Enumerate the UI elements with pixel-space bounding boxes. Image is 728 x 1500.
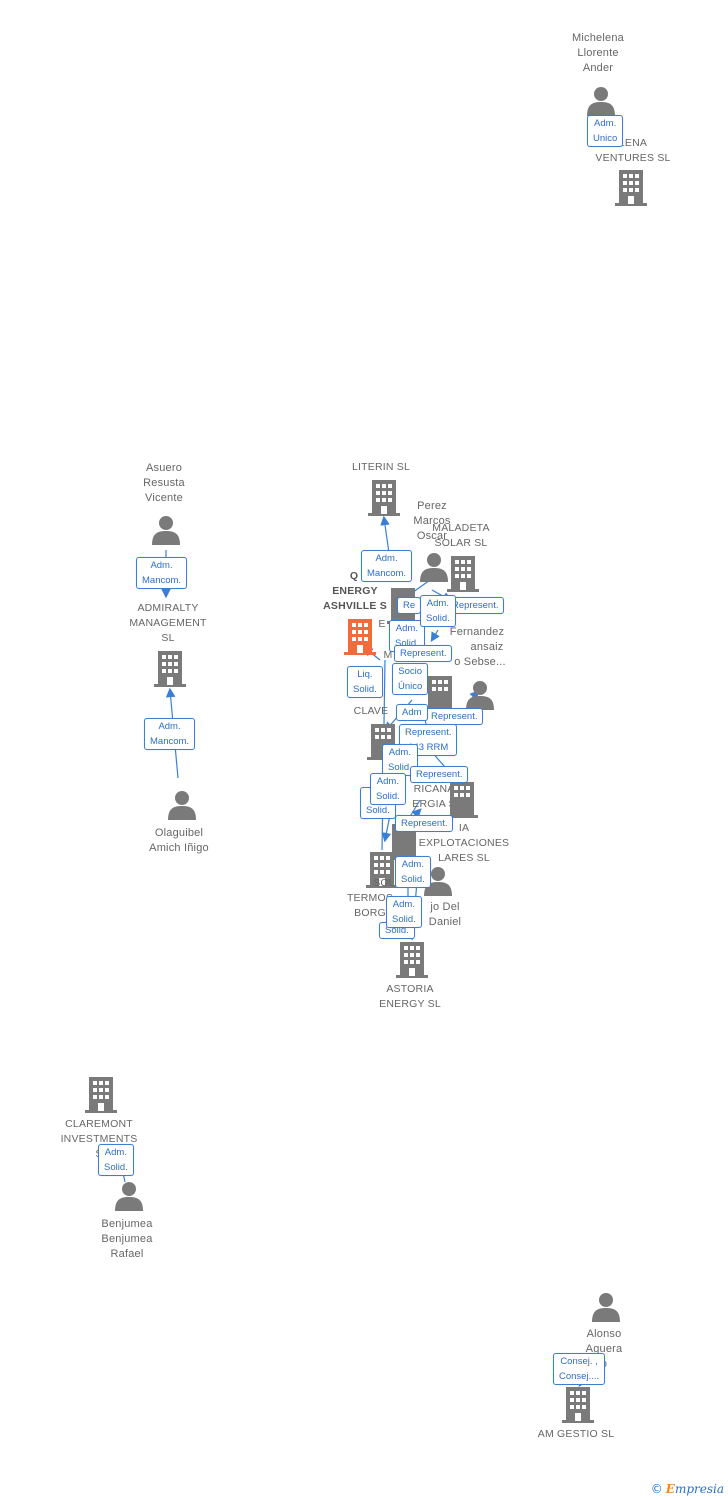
role-badge[interactable]: Adm. Mancom. <box>361 550 413 582</box>
person-icon <box>424 867 452 896</box>
building-icon <box>366 852 398 888</box>
role-badge[interactable]: Represent. <box>425 708 484 725</box>
person-name-line3: o Sebse... <box>454 656 506 668</box>
person-name: Perez Marcos Oscar <box>413 500 451 542</box>
person-name: Michelena Llorente Ander <box>572 32 624 74</box>
role-badge[interactable]: Consej. , Consej.... <box>553 1353 606 1385</box>
role-badge[interactable]: Re <box>397 597 422 614</box>
person-icon <box>592 1293 620 1322</box>
company-name: LITERIN SL <box>351 461 411 473</box>
building-icon <box>562 1387 594 1423</box>
person-icon <box>420 553 448 582</box>
role-badge[interactable]: Adm. Solid. <box>386 896 422 928</box>
building-icon-highlighted <box>344 619 376 655</box>
role-badge[interactable]: Adm. Unico <box>587 115 624 147</box>
company-name: MALADETA SOLAR SL <box>432 522 490 549</box>
building-icon <box>424 676 456 712</box>
person-name: Olaguibel Amich Iñigo <box>149 827 209 854</box>
person-icon <box>168 791 196 820</box>
role-badge[interactable]: Adm. Solid. <box>98 1144 134 1176</box>
brand-name: mpresia <box>674 1482 724 1496</box>
building-icon <box>446 782 478 818</box>
copyright-symbol: © <box>650 1482 663 1496</box>
brand-footer[interactable]: ©Empresia <box>651 1482 724 1496</box>
role-badge[interactable]: Adm. Solid. <box>370 773 406 805</box>
role-badge[interactable]: Adm. Solid. <box>395 856 431 888</box>
building-icon <box>615 170 647 206</box>
company-name: LENA VENTURES SL <box>595 137 671 164</box>
role-badge[interactable]: Socio Único <box>392 663 429 695</box>
person-icon <box>152 516 180 545</box>
person-icon <box>466 681 494 710</box>
role-badge[interactable]: Represent. <box>395 815 454 832</box>
building-icon <box>154 651 186 687</box>
building-icon <box>85 1077 117 1113</box>
brand-initial: E <box>665 1482 675 1496</box>
role-badge[interactable]: Adm <box>396 704 428 721</box>
company-name: ASTORIA ENERGY SL <box>379 983 441 1010</box>
person-name: Asuero Resusta Vicente <box>143 462 185 504</box>
building-icon <box>447 556 479 592</box>
role-badge[interactable]: Liq. Solid. <box>347 666 383 698</box>
label-fragment-e: E <box>378 618 386 630</box>
building-icon <box>368 480 400 516</box>
company-name: TERMOS BORG <box>346 892 394 919</box>
company-name: IA EXPLOTACIONES LARES SL <box>418 822 510 864</box>
label-fragment-sol: SOL <box>373 877 395 889</box>
role-badge[interactable]: Adm. Mancom. <box>144 718 196 750</box>
role-badge[interactable]: Represent. <box>410 766 469 783</box>
person-name-line2: ansaiz <box>470 641 504 653</box>
company-name: ENERGY ASHVILLE S <box>323 585 387 612</box>
person-name-line1: Fernandez <box>449 626 505 638</box>
person-icon <box>587 87 615 116</box>
company-name-fragment: Q <box>349 570 359 582</box>
building-icon <box>396 942 428 978</box>
person-icon <box>115 1182 143 1211</box>
company-name: ADMIRALTY MANAGEMENT SL <box>129 602 207 644</box>
role-badge[interactable]: Adm. Solid. <box>420 595 456 627</box>
role-badge[interactable]: Adm. Mancom. <box>136 557 188 589</box>
company-name: AM GESTIO SL <box>537 1428 615 1440</box>
person-name: jo Del Daniel <box>428 901 462 928</box>
company-name: CLAVE <box>353 705 389 717</box>
role-badge[interactable]: Represent. <box>394 645 453 662</box>
person-name: Benjumea Benjumea Rafael <box>101 1218 153 1260</box>
label-fragment-m: M <box>383 649 393 661</box>
role-badge[interactable]: Represent. <box>446 597 505 614</box>
